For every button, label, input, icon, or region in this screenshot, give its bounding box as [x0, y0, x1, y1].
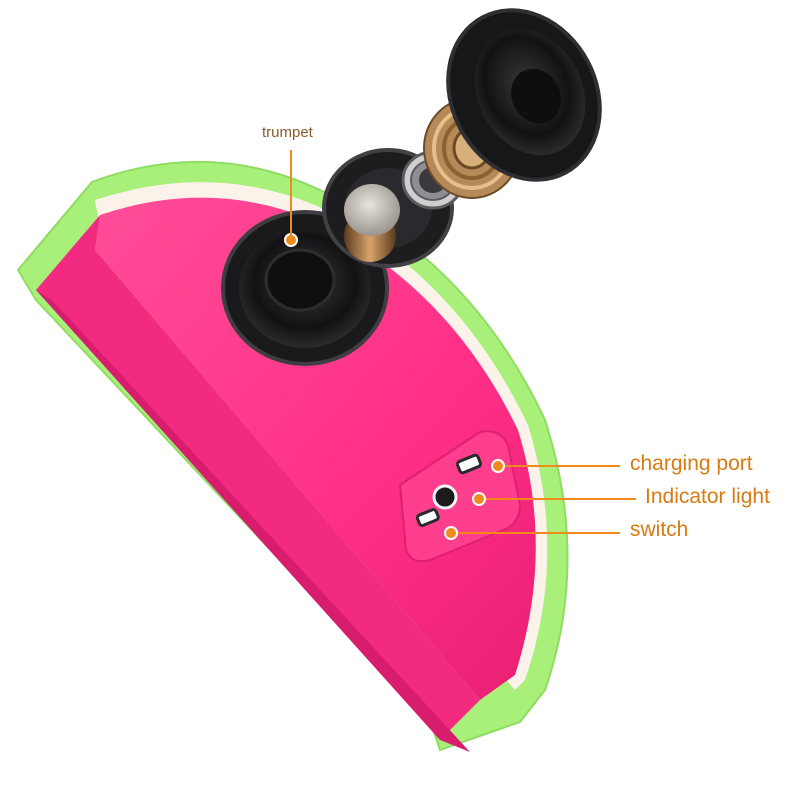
indicator-light-label: Indicator light: [645, 485, 770, 508]
trumpet-label: trumpet: [262, 124, 313, 141]
body-front: [36, 215, 480, 740]
switch-dot: [444, 526, 458, 540]
body-face: [95, 197, 536, 700]
speaker-body: [16, 160, 569, 752]
body-edge: [36, 290, 470, 752]
indicator-light-dot: [472, 492, 486, 506]
power-switch: [415, 508, 440, 527]
indicator-light: [432, 484, 458, 510]
exploded-parts: [322, 8, 602, 268]
switch-label: switch: [630, 518, 689, 541]
control-panel: [398, 430, 522, 563]
cone-diaphragm: [446, 8, 602, 182]
charging-port-dot: [491, 459, 505, 473]
callout-leaders: [290, 150, 636, 540]
charging-port-label: charging port: [630, 452, 753, 475]
charging-port: [455, 453, 483, 475]
